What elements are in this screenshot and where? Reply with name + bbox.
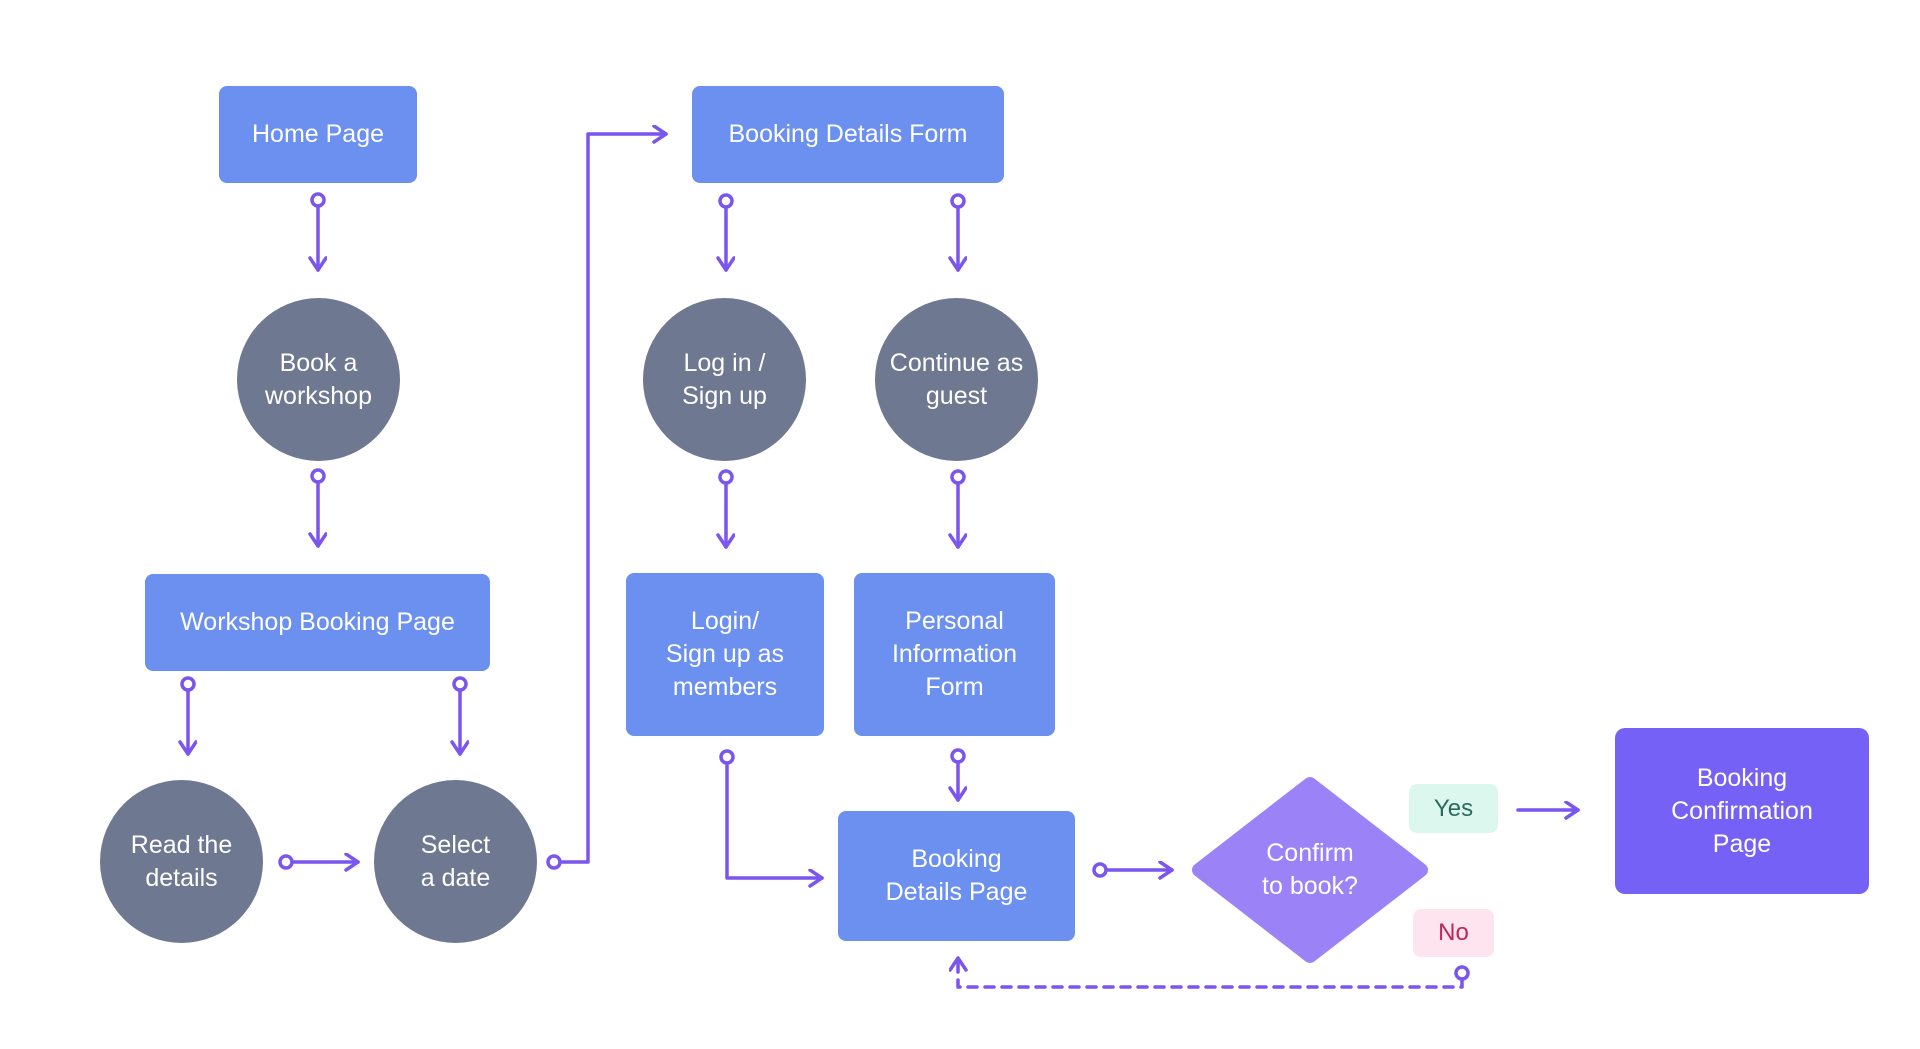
- connector-dot: [278, 854, 294, 870]
- node-booking-confirmation-page: Booking Confirmation Page: [1615, 728, 1869, 894]
- node-booking-details-form: Booking Details Form: [692, 86, 1004, 183]
- branch-no-label: No: [1413, 909, 1494, 957]
- connector-dot: [452, 676, 468, 692]
- arrow-no-to-details-page: [958, 956, 1464, 989]
- node-home-page: Home Page: [219, 86, 417, 183]
- node-continue-as-guest: Continue as guest: [875, 298, 1038, 461]
- node-workshop-booking-page: Workshop Booking Page: [145, 574, 490, 671]
- node-personal-information-form: Personal Information Form: [854, 573, 1055, 736]
- connector-dot: [1454, 965, 1470, 981]
- arrow-select-to-form: [558, 134, 668, 864]
- decision-label-confirm-to-book: Confirm to book?: [1262, 839, 1358, 900]
- connector-dot: [1092, 862, 1108, 878]
- node-login-sign-up-as-members: Login/ Sign up as members: [626, 573, 824, 736]
- connector-dot: [310, 192, 326, 208]
- node-log-in-sign-up: Log in / Sign up: [643, 298, 806, 461]
- branch-yes-label: Yes: [1409, 784, 1498, 833]
- connector-dot: [718, 469, 734, 485]
- connector-dot: [180, 676, 196, 692]
- node-book-a-workshop: Book a workshop: [237, 298, 400, 461]
- node-read-the-details: Read the details: [100, 780, 263, 943]
- connector-dot: [719, 749, 735, 765]
- connector-dot: [718, 193, 734, 209]
- connector-dot: [310, 468, 326, 484]
- connector-dot: [950, 469, 966, 485]
- decision-diamond: [1192, 777, 1428, 963]
- arrow-members-to-details-page: [725, 761, 824, 878]
- connector-dot: [950, 193, 966, 209]
- node-booking-details-page: Booking Details Page: [838, 811, 1075, 941]
- connector-dot: [546, 854, 562, 870]
- node-select-a-date: Select a date: [374, 780, 537, 943]
- connector-dot: [950, 748, 966, 764]
